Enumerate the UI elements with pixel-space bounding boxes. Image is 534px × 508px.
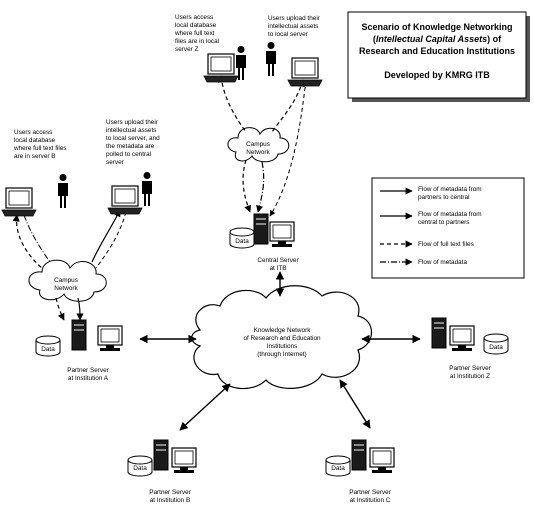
- note-upload-a: Users upload their intellectual assets t…: [106, 119, 160, 166]
- svg-text:Campus: Campus: [246, 141, 270, 148]
- user-top-left: [203, 46, 246, 83]
- laptop-icon: [107, 185, 143, 215]
- laptop-icon: [203, 53, 239, 83]
- monitor-icon: [369, 447, 395, 474]
- svg-text:Network: Network: [54, 285, 78, 292]
- svg-text:at Institution A: at Institution A: [68, 375, 109, 382]
- svg-text:server: server: [106, 159, 125, 166]
- partner-server-b: Data Partner Server at Institution B: [127, 439, 197, 504]
- laptop-icon: [287, 57, 323, 87]
- svg-text:to local server: to local server: [268, 31, 309, 38]
- server-tower-icon: [253, 213, 269, 245]
- svg-text:partners to central: partners to central: [418, 194, 470, 201]
- monitor-icon: [97, 325, 123, 352]
- svg-text:Campus: Campus: [54, 277, 78, 284]
- svg-text:where full text files: where full text files: [13, 145, 67, 152]
- title-line2: (Intellectual Capital Assets) of: [373, 34, 502, 44]
- svg-text:at Institution C: at Institution C: [350, 497, 391, 504]
- svg-text:Users upload their: Users upload their: [106, 119, 159, 126]
- server-tower-icon: [351, 439, 367, 471]
- svg-text:where full text: where full text: [174, 30, 215, 37]
- user-left-a: [107, 172, 152, 215]
- note-upload-central: Users upload their intellectual assets t…: [268, 15, 321, 38]
- svg-text:are in server B: are in server B: [14, 153, 56, 160]
- server-tower-icon: [71, 319, 87, 351]
- legend: Flow of metadata from partners to centra…: [371, 177, 525, 279]
- cloud-campus-top: Campus Network: [227, 127, 290, 163]
- server-tower-icon: [431, 317, 447, 349]
- svg-text:of Research and Education: of Research and Education: [243, 335, 321, 342]
- data-label: Data: [235, 238, 249, 245]
- svg-text:Users access: Users access: [14, 129, 52, 136]
- svg-text:server Z: server Z: [175, 46, 199, 53]
- svg-text:at Institution B: at Institution B: [150, 497, 191, 504]
- svg-text:Network: Network: [246, 149, 270, 156]
- cloud-knowledge-network: Knowledge Network of Research and Educat…: [191, 285, 373, 390]
- svg-text:Knowledge Network: Knowledge Network: [254, 327, 312, 334]
- person-icon: [266, 42, 276, 76]
- svg-text:local database: local database: [175, 22, 217, 29]
- person-icon: [236, 46, 246, 80]
- person-icon: [142, 172, 152, 206]
- svg-text:central to partners: central to partners: [418, 219, 470, 226]
- data-label: Data: [489, 344, 503, 351]
- server-a-label: Partner Server: [67, 367, 109, 374]
- data-label: Data: [133, 465, 147, 472]
- monitor-icon: [171, 447, 197, 474]
- svg-text:the metadata are: the metadata are: [106, 143, 155, 150]
- legend-item-4: Flow of metadata: [418, 259, 467, 266]
- svg-text:Users upload their: Users upload their: [268, 15, 321, 22]
- svg-text:intellectual assets: intellectual assets: [106, 127, 156, 134]
- server-b-label: Partner Server: [149, 489, 191, 496]
- user-top-right: [266, 42, 323, 87]
- legend-item-3: Flow of full text files: [418, 241, 474, 248]
- server-tower-icon: [153, 439, 169, 471]
- server-z-label: Partner Server: [449, 365, 491, 372]
- svg-text:at Institution Z: at Institution Z: [450, 373, 490, 380]
- central-server: Data Central Server at ITB: [229, 213, 299, 272]
- central-server-label: Central Server: [257, 257, 299, 264]
- monitor-icon: [449, 325, 475, 352]
- monitor-icon: [269, 221, 295, 248]
- svg-text:Institutions: Institutions: [267, 343, 298, 350]
- svg-text:(through Internet): (through Internet): [257, 351, 306, 358]
- svg-text:polled to central: polled to central: [106, 151, 151, 158]
- cloud-campus-left: Campus Network: [28, 259, 107, 302]
- data-label: Data: [331, 465, 345, 472]
- svg-text:intellectual assets: intellectual assets: [268, 23, 318, 30]
- svg-text:at ITB: at ITB: [269, 265, 286, 272]
- svg-text:local database: local database: [14, 137, 56, 144]
- data-label: Data: [41, 346, 55, 353]
- partner-server-a: Data Partner Server at Institution A: [35, 319, 123, 382]
- title-credit: Developed by KMRG ITB: [384, 70, 490, 80]
- svg-text:to local server, and: to local server, and: [106, 135, 160, 142]
- title-line3: Research and Education Institutions: [359, 46, 515, 56]
- person-icon: [58, 174, 68, 208]
- laptop-icon: [1, 187, 37, 217]
- svg-text:Users access: Users access: [175, 14, 213, 21]
- server-c-label: Partner Server: [349, 489, 391, 496]
- svg-text:files are in local: files are in local: [175, 38, 219, 45]
- partner-server-c: Data Partner Server at Institution C: [325, 439, 395, 504]
- note-access-b: Users access local database where full t…: [13, 129, 67, 160]
- title-box: Scenario of Knowledge Networking (Intell…: [347, 11, 530, 102]
- legend-item-2: Flow of metadata from: [418, 211, 482, 218]
- connections: [12, 75, 421, 431]
- note-access-z: Users access local database where full t…: [174, 14, 219, 53]
- user-left-b: [1, 174, 68, 217]
- title-line1: Scenario of Knowledge Networking: [361, 22, 512, 32]
- legend-item-1: Flow of metadata from: [418, 186, 482, 193]
- partner-server-z: Data Partner Server at Institution Z: [431, 317, 509, 380]
